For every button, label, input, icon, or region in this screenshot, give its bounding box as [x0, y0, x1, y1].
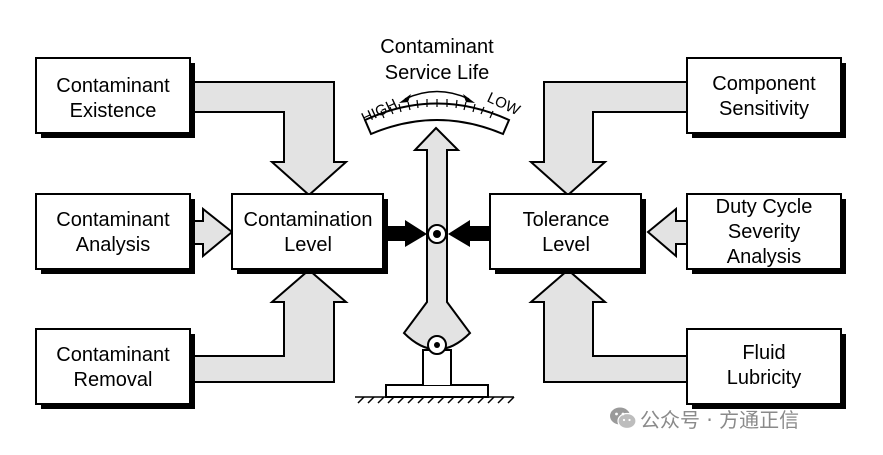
gauge-base [385, 384, 489, 398]
arrow-lubricity-to-tolerance [528, 268, 689, 383]
tolerance-level-line1: Tolerance [523, 209, 610, 231]
duty-cycle-line2: Severity [728, 221, 800, 243]
contamination-level-line2: Level [284, 234, 332, 256]
box-contaminant-removal: Contaminant Removal [35, 328, 195, 409]
box-duty-cycle-severity-analysis: Duty Cycle Severity Analysis [686, 193, 846, 274]
hub-dot [433, 230, 441, 238]
sensitivity-line1: Component [712, 73, 816, 95]
black-bar-right [448, 220, 490, 247]
analysis-line2: Analysis [76, 234, 150, 256]
box-contamination-level: Contamination Level [231, 193, 388, 274]
duty-cycle-line1: Duty Cycle [716, 196, 813, 218]
gauge-arc-head-left [399, 94, 411, 103]
removal-line2: Removal [74, 369, 153, 391]
tolerance-level-line2: Level [542, 234, 590, 256]
arrow-existence-to-contamination [191, 81, 349, 197]
gauge-title-line1: Contaminant [380, 36, 494, 58]
lubricity-line1: Fluid [742, 342, 785, 364]
lubricity-line2: Lubricity [727, 367, 801, 389]
box-fluid-lubricity: Fluid Lubricity [686, 328, 846, 409]
sensitivity-line2: Sensitivity [719, 98, 809, 120]
watermark-text: 公众号 · 方通正信 [640, 408, 800, 432]
box-contaminant-analysis: Contaminant Analysis [35, 193, 195, 274]
arrow-removal-to-contamination [191, 268, 349, 383]
black-bar-left [384, 220, 427, 247]
analysis-line1: Contaminant [56, 209, 170, 231]
arrow-sensitivity-to-tolerance [528, 81, 689, 197]
wechat-icon [610, 407, 637, 430]
gauge-range-arc [404, 90, 470, 100]
removal-line1: Contaminant [56, 344, 170, 366]
existence-line2: Existence [70, 100, 157, 122]
arrow-duty-cycle-to-tolerance [646, 206, 689, 259]
box-tolerance-level: Tolerance Level [489, 193, 646, 274]
gauge-title-line2: Service Life [385, 62, 490, 84]
gauge-support [422, 349, 452, 385]
existence-line1: Contaminant [56, 75, 170, 97]
contamination-level-line1: Contamination [244, 209, 373, 231]
duty-cycle-line3: Analysis [727, 246, 801, 268]
gauge-arc-head-right [463, 94, 475, 103]
pivot-dot [434, 342, 440, 348]
gauge-ticks [380, 99, 494, 119]
box-contaminant-existence: Contaminant Existence [35, 57, 195, 138]
arrow-analysis-to-contamination [189, 206, 234, 259]
box-component-sensitivity: Component Sensitivity [686, 57, 846, 138]
